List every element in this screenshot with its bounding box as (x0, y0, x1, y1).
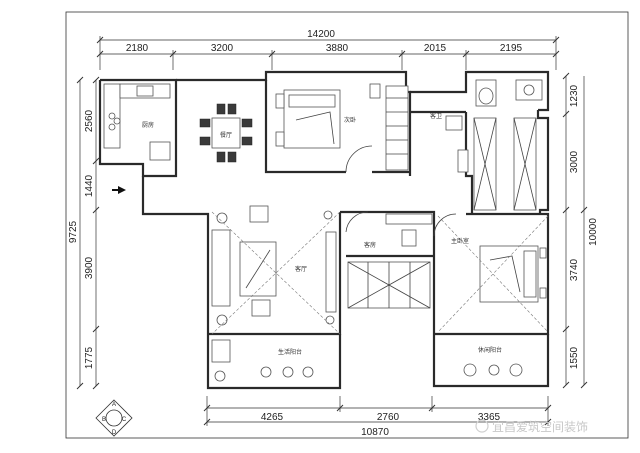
left-dimension-3: 3900 (84, 256, 95, 279)
bottom-dimension-3: 3365 (478, 412, 501, 423)
leisure-balcony: 休闲阳台 (463, 346, 523, 377)
guest-room-label: 客房 (364, 241, 376, 249)
top-dimension-1: 2180 (126, 43, 149, 54)
compass-letter-a: A (112, 402, 116, 408)
bottom-total-dimension: 10870 (361, 427, 389, 438)
bottom-dimension-1: 4265 (261, 412, 284, 423)
compass-letter-c: C (122, 417, 127, 423)
kitchen-label: 厨房 (142, 121, 154, 129)
living-label: 客厅 (295, 265, 307, 273)
bottom-dimension-chain: 4265 2760 3365 10870 (203, 396, 552, 438)
right-dimension-chain: 1230 3000 3740 1550 10000 (562, 72, 599, 389)
walls (98, 70, 550, 390)
compass-letter-d: D (112, 430, 117, 436)
right-dimension-1: 1230 (569, 84, 580, 107)
guest-bath-label: 客卫 (430, 112, 442, 120)
top-dimension-4: 2015 (424, 43, 447, 54)
entrance-arrow-icon (118, 186, 126, 194)
dining-label: 餐厅 (220, 131, 232, 139)
wechat-icon (475, 419, 489, 433)
top-dimension-2: 3200 (211, 43, 234, 54)
compass-icon: A B C D (95, 399, 133, 437)
right-dimension-2: 3000 (569, 150, 580, 173)
top-dimension-5: 2195 (500, 43, 523, 54)
dining-set: 餐厅 (199, 103, 253, 163)
bottom-dimension-2: 2760 (377, 412, 400, 423)
top-total-dimension: 14200 (307, 29, 335, 40)
compass-letter-b: B (102, 417, 106, 423)
left-dimension-chain: 9725 2560 1440 3900 1775 (68, 76, 100, 390)
master-bedroom-label: 主卧室 (451, 237, 469, 245)
master-wardrobe (473, 117, 537, 211)
top-dimension-chain: 14200 2180 3200 3880 2015 2195 (96, 29, 560, 70)
service-balcony: 生活阳台 (211, 339, 314, 382)
right-total-dimension: 10000 (588, 218, 599, 246)
leisure-balcony-label: 休闲阳台 (478, 346, 502, 354)
left-dimension-2: 1440 (84, 174, 95, 197)
second-bedroom-label: 次卧 (344, 116, 356, 124)
watermark: 宜昌爱筑空间装饰 (475, 419, 588, 434)
guest-room: 客房 (345, 211, 433, 309)
right-dimension-3: 3740 (569, 258, 580, 281)
second-bedroom: 次卧 (275, 83, 409, 173)
left-dimension-1: 2560 (84, 109, 95, 132)
watermark-text: 宜昌爱筑空间装饰 (492, 419, 588, 434)
living-room: 客厅 (211, 205, 341, 335)
right-dimension-4: 1550 (569, 346, 580, 369)
drawing-frame (65, 11, 629, 439)
guest-bathroom: 客卫 (430, 79, 543, 173)
left-total-dimension: 9725 (68, 220, 79, 243)
left-dimension-4: 1775 (84, 346, 95, 369)
kitchen-fixtures: 厨房 (103, 83, 171, 161)
master-bedroom: 主卧室 (433, 213, 549, 333)
top-dimension-3: 3880 (326, 43, 349, 54)
service-balcony-label: 生活阳台 (278, 348, 302, 356)
